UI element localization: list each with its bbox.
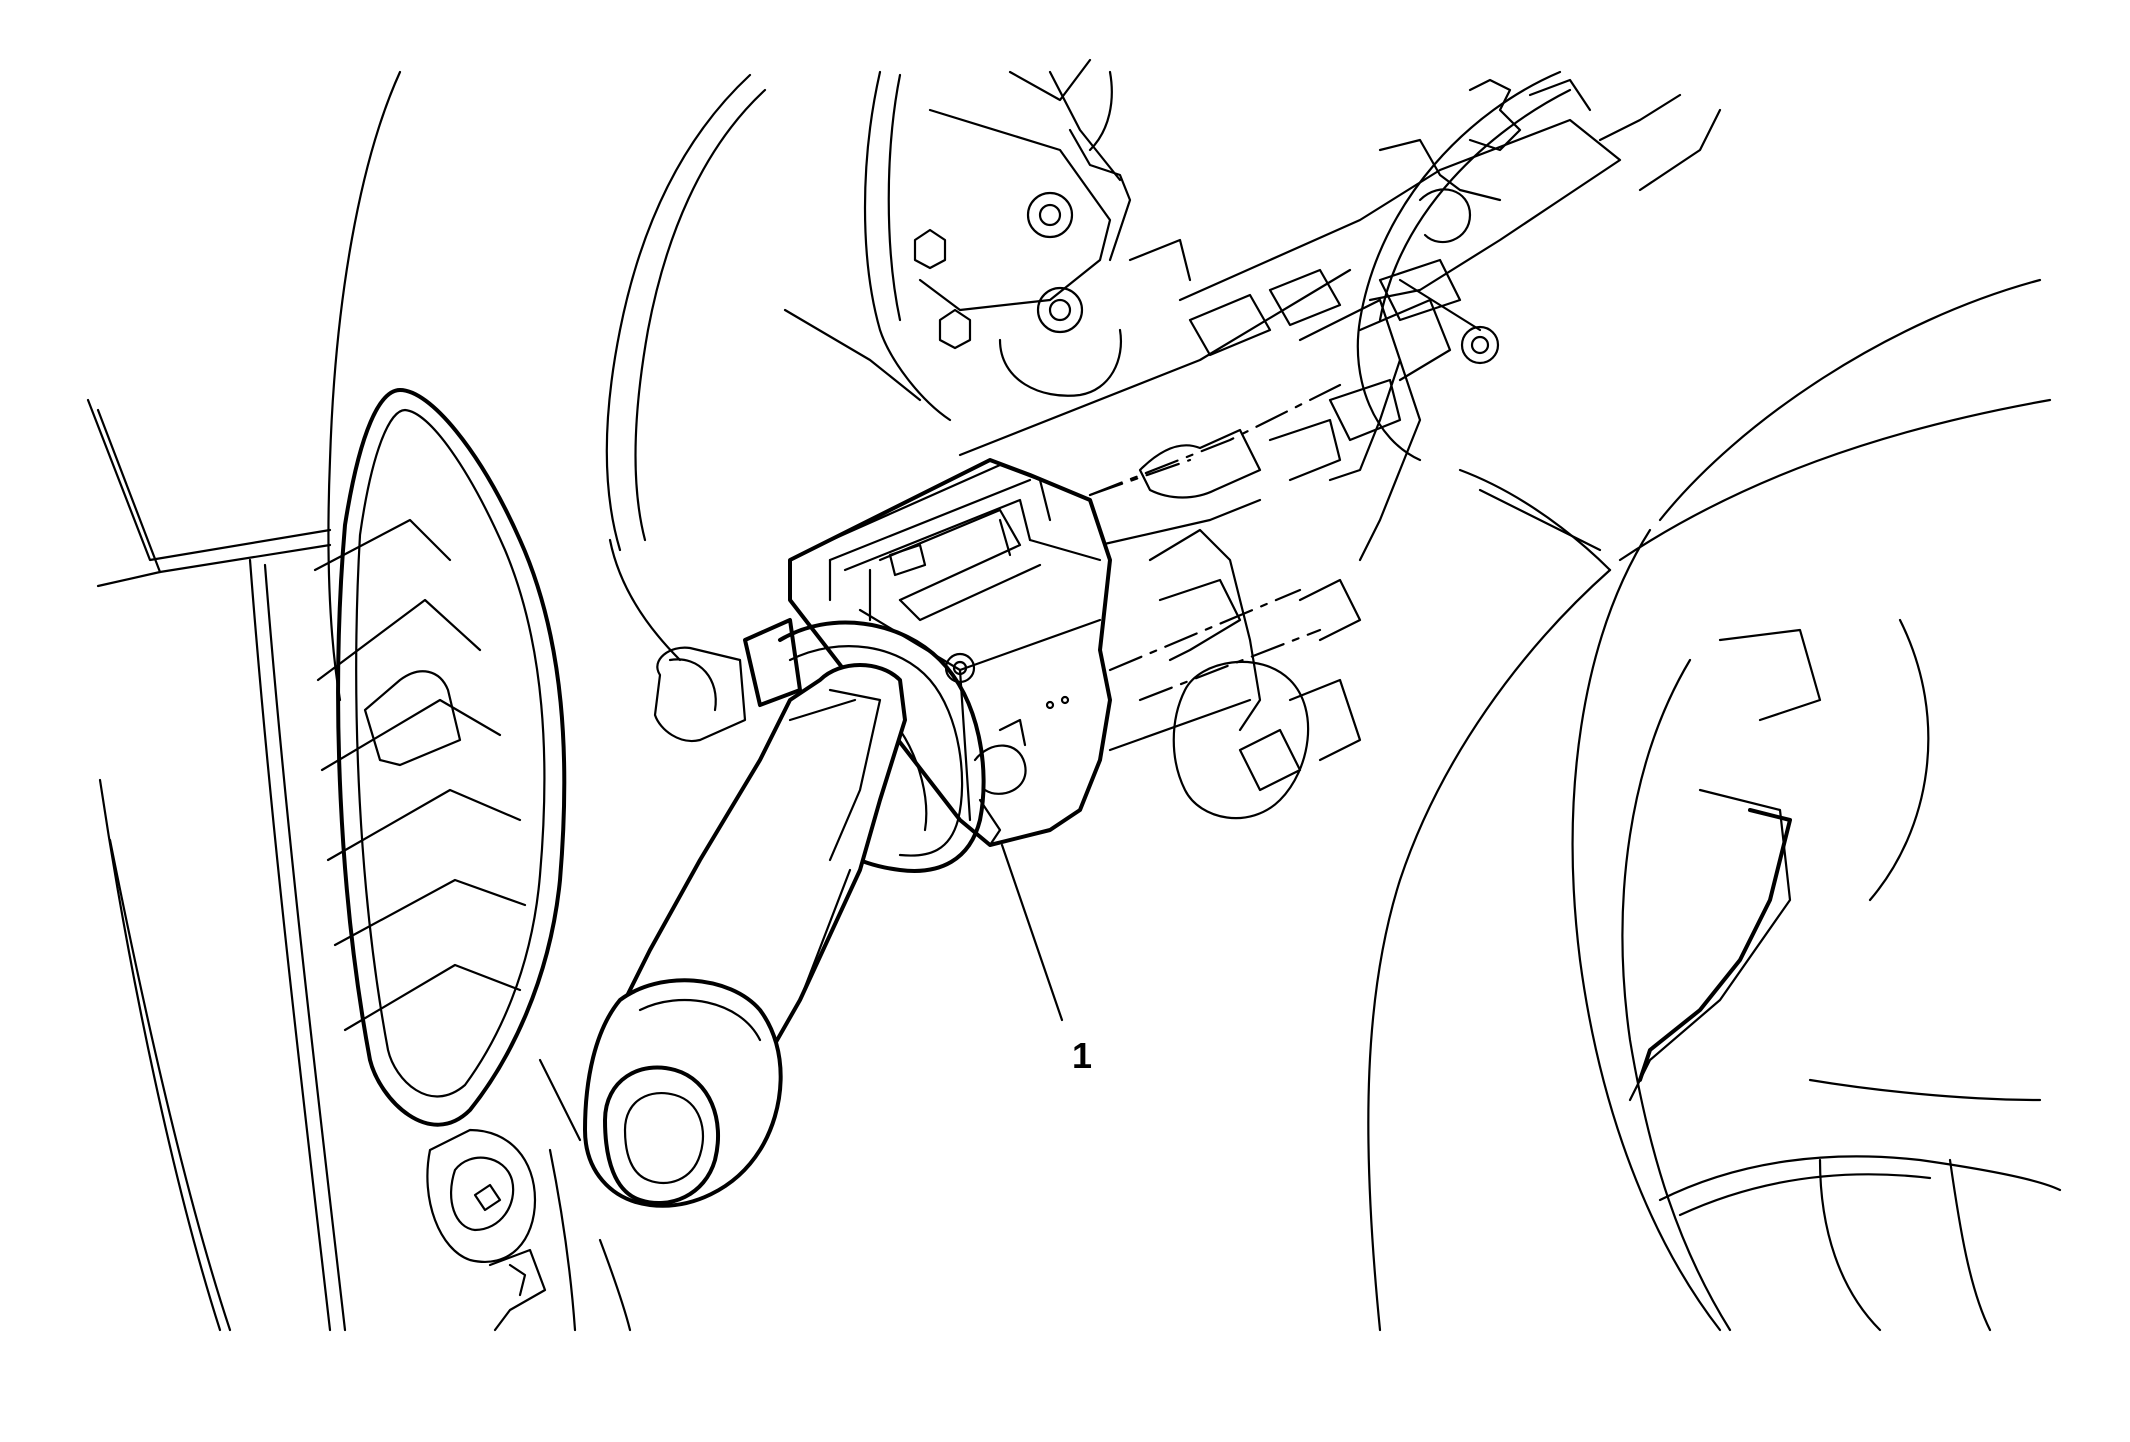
multifunction-switch-body [788, 458, 1112, 847]
callout-label-1: 1 [1072, 1035, 1092, 1076]
steering-column-shroud-left [605, 73, 767, 662]
stalk-knob-left [653, 646, 747, 743]
callout-1: 1 [1000, 843, 1092, 1076]
lower-dash-controls [426, 1058, 632, 1332]
steering-wheel [1356, 70, 2062, 1332]
steering-shaft-tube [958, 268, 1352, 752]
column-module-housing [1178, 78, 1722, 562]
lower-connector [1148, 528, 1362, 820]
left-dash-panel [86, 70, 402, 1332]
column-upper-assembly [783, 58, 1192, 422]
air-vent [313, 388, 567, 1127]
switch-collar [743, 618, 986, 873]
turn-signal-lever [583, 663, 907, 1208]
